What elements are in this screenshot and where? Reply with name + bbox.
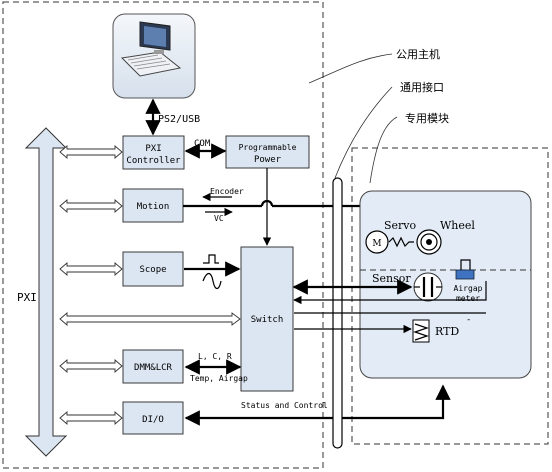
sine-wave-icon (202, 272, 222, 290)
sensor-label: Sensor (372, 272, 411, 285)
pxi-bus (24, 127, 68, 457)
sensor-icon (413, 272, 443, 302)
dio-block (122, 401, 184, 435)
pxi-controller-block (122, 135, 185, 170)
switch-block (240, 246, 294, 392)
computer-icon (112, 13, 196, 99)
wheel-label: Wheel (440, 219, 475, 232)
dedicated-module-label: 专用模块 (405, 111, 449, 125)
vc-label: VC (214, 214, 224, 223)
square-wave-icon (203, 254, 219, 264)
programmable-power-label-2: Power (254, 155, 282, 165)
scope-label: Scope (139, 265, 166, 275)
wheel-icon (416, 229, 442, 255)
host-computer-label: 公用主机 (396, 47, 440, 61)
com-label: COM (194, 139, 211, 149)
pxi-controller-label-1: PXI (145, 144, 161, 154)
programmable-power-block (225, 135, 310, 169)
programmable-power-label-1: Programmable (239, 143, 297, 152)
encoder-label: Encoder (210, 187, 244, 196)
dio-label: DI/O (142, 415, 164, 425)
dmm-lcr-block (122, 349, 184, 384)
minus-label: - (466, 315, 471, 325)
motion-label: Motion (137, 202, 170, 212)
airgap-sensor-icon (455, 269, 475, 280)
status-control-label: Status and Control (241, 401, 328, 410)
temp-airgap-label: Temp, Airgap (190, 374, 248, 383)
rtd-icon (412, 319, 430, 343)
pxi-controller-label-2: Controller (126, 156, 181, 166)
rtd-label: RTD (435, 325, 459, 338)
pxi-label: PXI (17, 291, 37, 304)
bus-connector-arrows (59, 145, 241, 425)
switch-label: Switch (251, 315, 284, 325)
common-interface-label: 通用接口 (400, 81, 444, 94)
dedicated-module-region (351, 147, 549, 445)
dmm-lcr-label: DMM&LCR (134, 363, 173, 373)
host-computer-region (2, 1, 324, 469)
motor-icon (365, 230, 389, 254)
servo-label: Servo (384, 219, 417, 232)
lcr-label: L, C, R (198, 352, 232, 361)
ps2-usb-label: PS2/USB (158, 114, 200, 125)
airgap-meter-label-1: Airgap (454, 284, 483, 293)
airgap-meter-label-2: meter (456, 294, 480, 303)
motor-label: M (372, 239, 381, 249)
scope-block (122, 251, 184, 287)
